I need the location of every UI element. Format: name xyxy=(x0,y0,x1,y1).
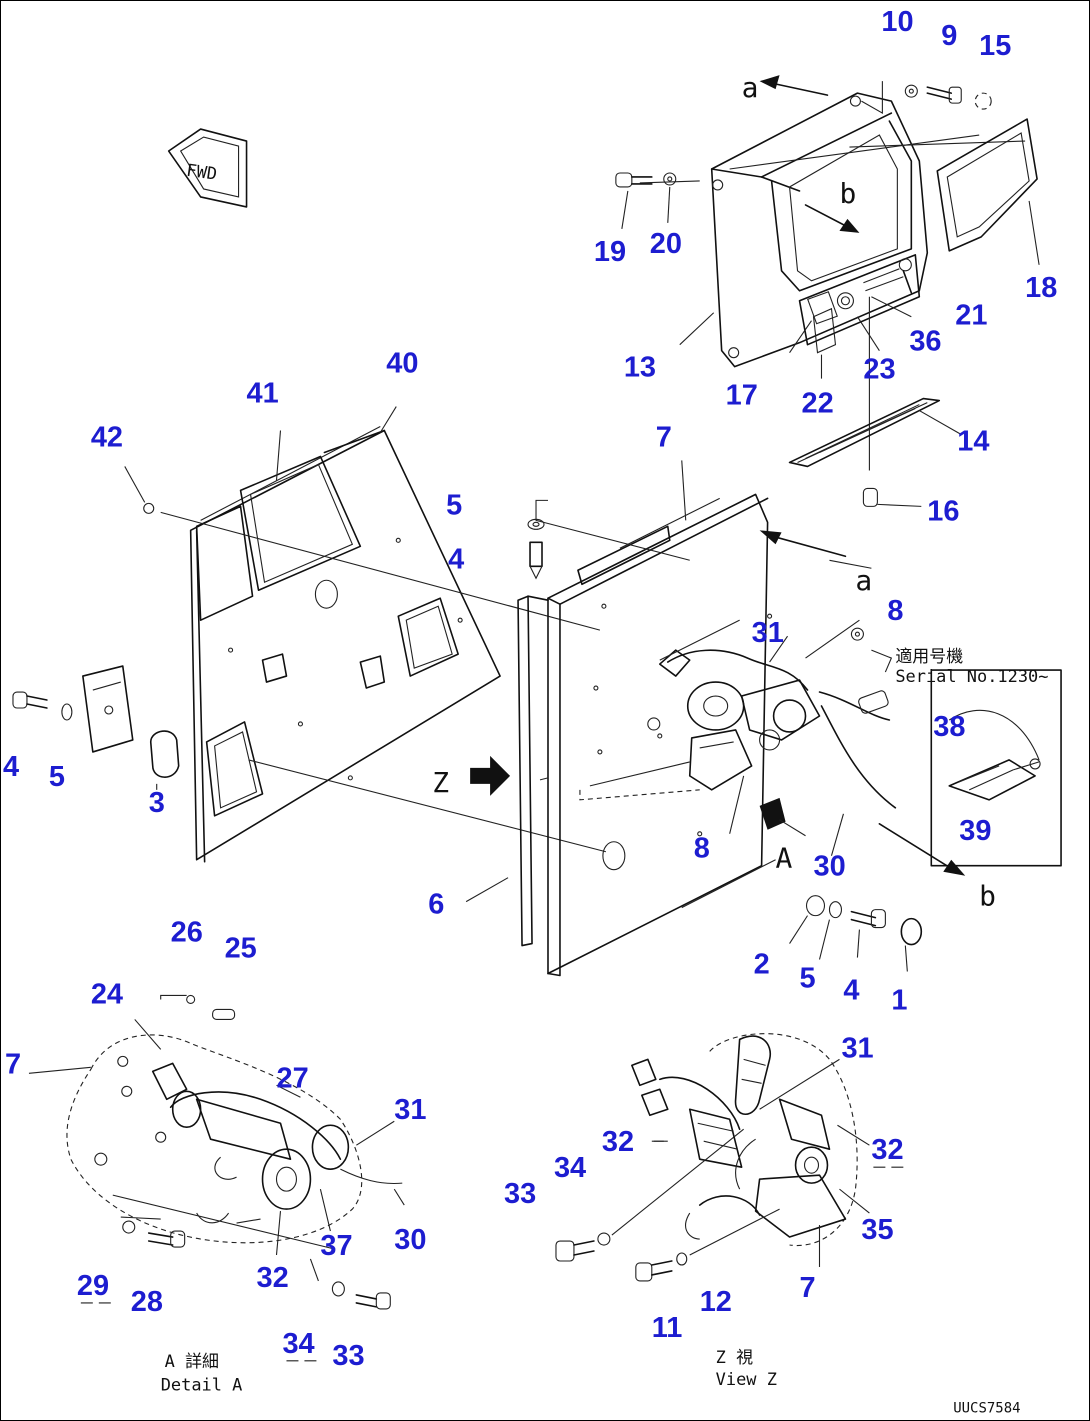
callout-2: 2 xyxy=(754,949,770,981)
callout-34a: 34 xyxy=(282,1328,314,1360)
callout-labels: 10 9 15 19 20 18 21 36 13 17 23 22 14 16… xyxy=(3,6,1057,1372)
callout-12: 12 xyxy=(700,1286,732,1318)
callout-30b: 30 xyxy=(394,1224,426,1256)
callout-15: 15 xyxy=(979,30,1011,62)
callout-5b: 5 xyxy=(49,761,65,793)
callout-22: 22 xyxy=(802,388,834,420)
callout-10: 10 xyxy=(881,6,913,38)
meter-case-assembly xyxy=(639,75,1026,471)
callout-8a: 8 xyxy=(887,595,903,627)
leader-40-41-42 xyxy=(124,406,397,514)
screw-set-top xyxy=(904,84,992,110)
fwd-marker: FWD xyxy=(167,128,248,208)
callout-20: 20 xyxy=(650,228,682,260)
callout-5a: 5 xyxy=(446,489,462,521)
callout-11: 11 xyxy=(652,1312,683,1344)
callout-33b: 33 xyxy=(504,1178,536,1210)
callout-35: 35 xyxy=(861,1214,893,1246)
callout-8b: 8 xyxy=(694,833,710,865)
serial-note-japanese: 適用号機 xyxy=(895,646,963,666)
callout-26: 26 xyxy=(171,917,203,949)
callout-6: 6 xyxy=(428,889,444,921)
callout-31b: 31 xyxy=(394,1094,426,1126)
callout-29: 29 xyxy=(77,1270,109,1302)
callout-21: 21 xyxy=(955,300,987,332)
callout-4c: 4 xyxy=(843,974,859,1006)
callout-19: 19 xyxy=(594,236,626,268)
arrow-letter-b-top: b xyxy=(839,177,856,210)
callout-27: 27 xyxy=(276,1062,308,1094)
view-z-arrow xyxy=(470,755,511,796)
callout-36: 36 xyxy=(909,326,941,358)
callout-41: 41 xyxy=(247,378,279,410)
callout-underlines xyxy=(80,1140,904,1362)
arrow-letter-a-marker: A xyxy=(776,842,793,875)
left-hardware xyxy=(12,665,180,790)
callout-30a: 30 xyxy=(814,851,846,883)
callout-7b: 7 xyxy=(5,1048,21,1080)
callout-5c: 5 xyxy=(800,962,816,994)
callout-42: 42 xyxy=(91,421,123,453)
serial-inset-box xyxy=(930,669,1062,867)
bolt-set-top-center xyxy=(527,518,545,580)
fwd-label: FWD xyxy=(185,160,218,184)
arrow-letter-b-right: b xyxy=(979,880,996,913)
callout-25: 25 xyxy=(225,933,257,965)
callout-18: 18 xyxy=(1025,272,1057,304)
detail-caption-japanese: A 詳細 xyxy=(165,1351,219,1371)
view-caption-english: View Z xyxy=(716,1369,777,1389)
callout-32a: 32 xyxy=(257,1262,289,1294)
detail-a-drawing xyxy=(28,994,405,1310)
callout-31c: 31 xyxy=(841,1032,873,1064)
arrow-letter-a-top: a xyxy=(742,71,759,104)
screw-set-left xyxy=(615,172,677,229)
callout-38: 38 xyxy=(933,711,965,743)
callout-24: 24 xyxy=(91,978,123,1010)
callout-28: 28 xyxy=(131,1286,163,1318)
callout-16: 16 xyxy=(927,495,959,527)
callout-39: 39 xyxy=(959,815,991,847)
callout-4a: 4 xyxy=(448,543,464,575)
main-panel-7 xyxy=(465,460,966,977)
front-glass-18 xyxy=(936,118,1040,265)
callout-37: 37 xyxy=(320,1230,352,1262)
callout-32b: 32 xyxy=(602,1126,634,1158)
callout-9: 9 xyxy=(941,20,957,52)
callout-1: 1 xyxy=(891,984,907,1016)
callout-33a: 33 xyxy=(332,1340,364,1372)
callout-7a: 7 xyxy=(656,421,672,453)
arrow-letter-a-right: a xyxy=(855,564,872,597)
drawing-code: UUCS7584 xyxy=(953,1401,1020,1417)
detail-caption-english: Detail A xyxy=(161,1375,243,1395)
bottom-right-hardware xyxy=(789,895,923,972)
view-z-drawing xyxy=(555,1033,870,1282)
callout-13: 13 xyxy=(624,352,656,384)
callout-34b: 34 xyxy=(554,1152,586,1184)
callout-40: 40 xyxy=(386,348,418,380)
callout-7c: 7 xyxy=(800,1272,816,1304)
serial-note-english: Serial No.1230~ xyxy=(895,666,1048,686)
rear-panel-40 xyxy=(160,426,607,863)
callout-31a: 31 xyxy=(752,617,784,649)
callout-3: 3 xyxy=(149,787,165,819)
callout-14: 14 xyxy=(957,425,989,457)
callout-32c: 32 xyxy=(871,1134,903,1166)
washer-8 xyxy=(850,627,864,641)
cover-14 xyxy=(788,397,962,507)
arrow-letter-z: Z xyxy=(432,766,449,799)
callout-4b: 4 xyxy=(3,751,19,783)
callout-17: 17 xyxy=(726,380,758,412)
view-caption-japanese: Z 視 xyxy=(716,1347,753,1367)
callout-23: 23 xyxy=(863,354,895,386)
